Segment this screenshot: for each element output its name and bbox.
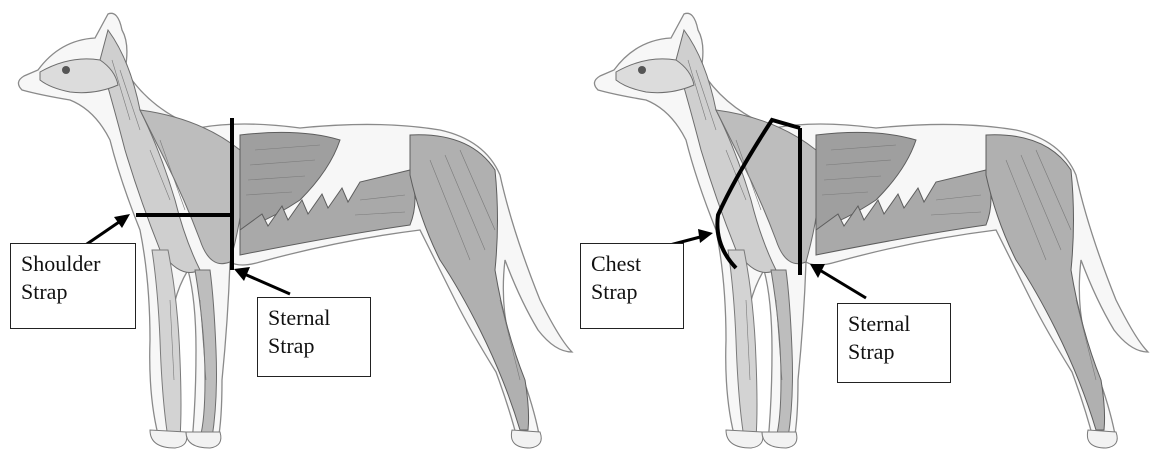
dog-anatomy-illustration-right xyxy=(576,0,1151,464)
dog-anatomy-illustration-left xyxy=(0,0,576,464)
left-harness-diagram: Shoulder Strap Sternal Strap xyxy=(0,0,576,464)
shoulder-strap-label: Shoulder Strap xyxy=(10,243,136,329)
sternal-strap-arrow-right xyxy=(810,264,866,298)
chest-strap-label: Chest Strap xyxy=(580,243,684,329)
sternal-strap-label-left: Sternal Strap xyxy=(257,297,371,377)
sternal-strap-arrow-left xyxy=(234,267,290,294)
shoulder-strap-arrow xyxy=(84,214,130,246)
sternal-strap-label-right: Sternal Strap xyxy=(837,303,951,383)
right-harness-diagram: Chest Strap Sternal Strap xyxy=(576,0,1151,464)
